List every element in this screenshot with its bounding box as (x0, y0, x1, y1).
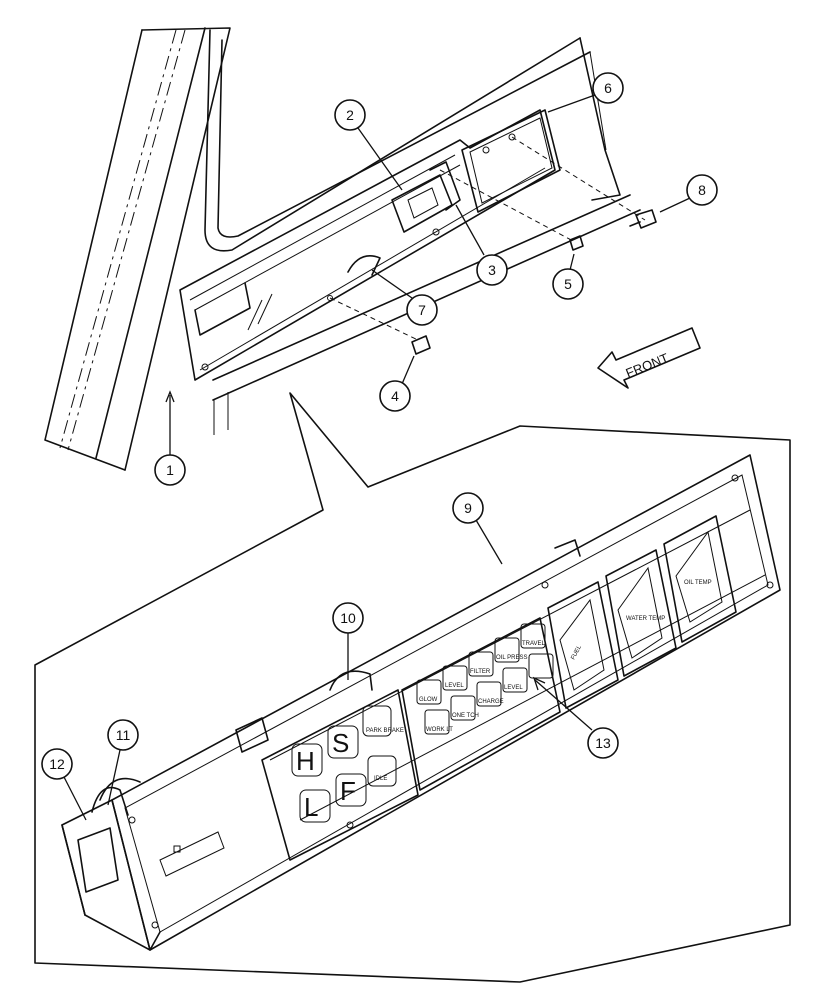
svg-text:9: 9 (464, 500, 472, 516)
switch-letter-s: S (332, 728, 349, 758)
callout-13: 13 (532, 676, 619, 759)
callout-8: 8 (659, 174, 718, 213)
switch-block: H S L F PARK BRAKE IDLE (261, 689, 419, 861)
callout-4: 4 (379, 355, 415, 412)
label-oil-temp: OIL TEMP (684, 580, 712, 586)
callout-5: 5 (552, 253, 584, 300)
screws (329, 136, 657, 355)
indicator-block: GLOW LEVEL FILTER OIL PRESS TRAVEL WORK … (401, 617, 561, 791)
label-idle: IDLE (374, 776, 387, 782)
hour-meter (159, 831, 225, 877)
gauge-oil-temp: OIL TEMP (663, 515, 737, 643)
label-charge: CHARGE (478, 699, 504, 705)
callout-1: 1 (154, 390, 186, 486)
mounting-bracket (179, 109, 556, 381)
label-oil-press: OIL PRESS (496, 655, 527, 661)
label-work-lt: WORK LT (426, 727, 453, 733)
label-fuel: FUEL (570, 644, 583, 661)
svg-text:10: 10 (340, 610, 356, 626)
callout-7: 7 (371, 269, 438, 326)
callout-10: 10 (332, 602, 364, 680)
svg-text:8: 8 (698, 182, 706, 198)
callout-6: 6 (547, 72, 624, 113)
svg-text:12: 12 (49, 756, 65, 772)
callout-12: 12 (41, 748, 87, 821)
label-level: LEVEL (445, 683, 464, 689)
svg-text:13: 13 (595, 735, 611, 751)
cover-plate (461, 109, 561, 213)
switch-letter-h: H (296, 746, 315, 776)
callout-2: 2 (334, 99, 403, 191)
svg-text:11: 11 (116, 727, 131, 743)
label-one-touch: ONE TCH (452, 713, 479, 719)
label-level-2: LEVEL (504, 685, 523, 691)
callout-11: 11 (107, 719, 139, 806)
front-arrow: FRONT (597, 327, 701, 389)
label-water-temp: WATER TEMP (626, 616, 665, 622)
harness-connectors (77, 539, 581, 893)
label-glow: GLOW (419, 697, 438, 703)
label-park-brake: PARK BRAKE (366, 728, 404, 734)
svg-text:4: 4 (391, 388, 399, 404)
cab-post (44, 27, 231, 471)
svg-text:1: 1 (166, 462, 174, 478)
label-travel: TRAVEL (522, 641, 546, 647)
inset-frame (34, 392, 791, 983)
label-filter: FILTER (470, 669, 491, 675)
svg-text:3: 3 (488, 262, 496, 278)
instrument-panel: H S L F PARK BRAKE IDLE GLOW LEVEL FILTE… (61, 454, 781, 951)
cab-frame-panel (204, 29, 641, 435)
switch-letter-l: L (304, 792, 318, 822)
svg-text:2: 2 (346, 107, 354, 123)
gauge-water-temp: WATER TEMP (605, 549, 677, 677)
callout-9: 9 (452, 492, 503, 565)
svg-text:5: 5 (564, 276, 572, 292)
callout-3: 3 (455, 204, 508, 286)
svg-text:6: 6 (604, 80, 612, 96)
switch-module (391, 161, 461, 233)
switch-letter-f: F (340, 776, 356, 806)
svg-text:7: 7 (418, 302, 426, 318)
